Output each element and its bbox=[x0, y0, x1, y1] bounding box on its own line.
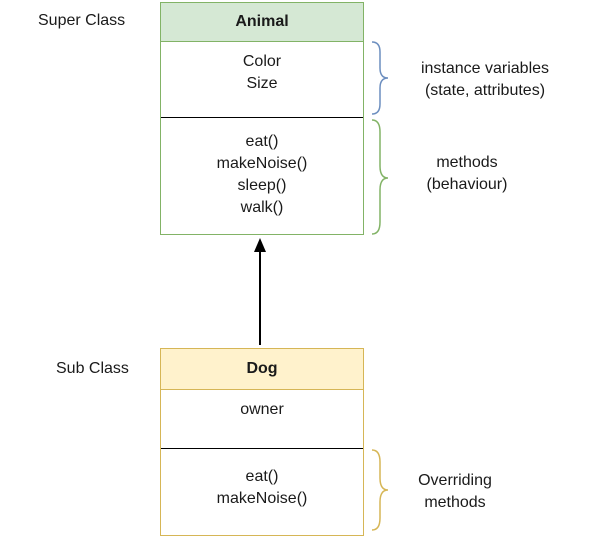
animal-class-header: Animal bbox=[161, 3, 363, 42]
method-walk: walk() bbox=[240, 199, 284, 216]
instance-variables-text: instance variables bbox=[420, 60, 550, 77]
sub-class-label: Sub Class bbox=[56, 360, 129, 377]
overriding-text: Overriding bbox=[418, 472, 492, 489]
dog-class-header: Dog bbox=[161, 349, 363, 390]
behaviour-text: (behaviour) bbox=[426, 176, 508, 193]
brace-methods bbox=[371, 119, 389, 235]
animal-methods: eat() makeNoise() sleep() walk() bbox=[161, 131, 363, 219]
dog-divider bbox=[161, 448, 363, 449]
animal-attributes: Color Size bbox=[161, 51, 363, 95]
brace-overriding bbox=[371, 449, 389, 531]
animal-class-box: Animal Color Size eat() makeNoise() slee… bbox=[160, 2, 364, 235]
inheritance-arrowhead bbox=[254, 238, 266, 252]
method-sleep: sleep() bbox=[237, 177, 287, 194]
animal-divider bbox=[161, 117, 363, 118]
attribute-size: Size bbox=[246, 75, 278, 92]
dog-method-makenoise: makeNoise() bbox=[216, 490, 308, 507]
attribute-owner: owner bbox=[240, 401, 284, 418]
dog-method-eat: eat() bbox=[245, 468, 279, 485]
overriding-annotation: Overriding methods bbox=[398, 470, 512, 514]
methods-text: methods bbox=[436, 154, 498, 171]
brace-instance-variables bbox=[371, 41, 389, 115]
methods-annotation: methods (behaviour) bbox=[400, 152, 534, 196]
method-makenoise: makeNoise() bbox=[216, 155, 308, 172]
super-class-label: Super Class bbox=[38, 12, 126, 29]
overriding-methods-text: methods bbox=[424, 494, 486, 511]
dog-attributes: owner bbox=[161, 399, 363, 421]
dog-class-box: Dog owner eat() makeNoise() bbox=[160, 348, 364, 536]
state-attributes-text: (state, attributes) bbox=[424, 82, 546, 99]
dog-methods: eat() makeNoise() bbox=[161, 466, 363, 510]
attribute-color: Color bbox=[242, 53, 282, 70]
method-eat: eat() bbox=[245, 133, 279, 150]
instance-variables-annotation: instance variables (state, attributes) bbox=[400, 58, 570, 102]
